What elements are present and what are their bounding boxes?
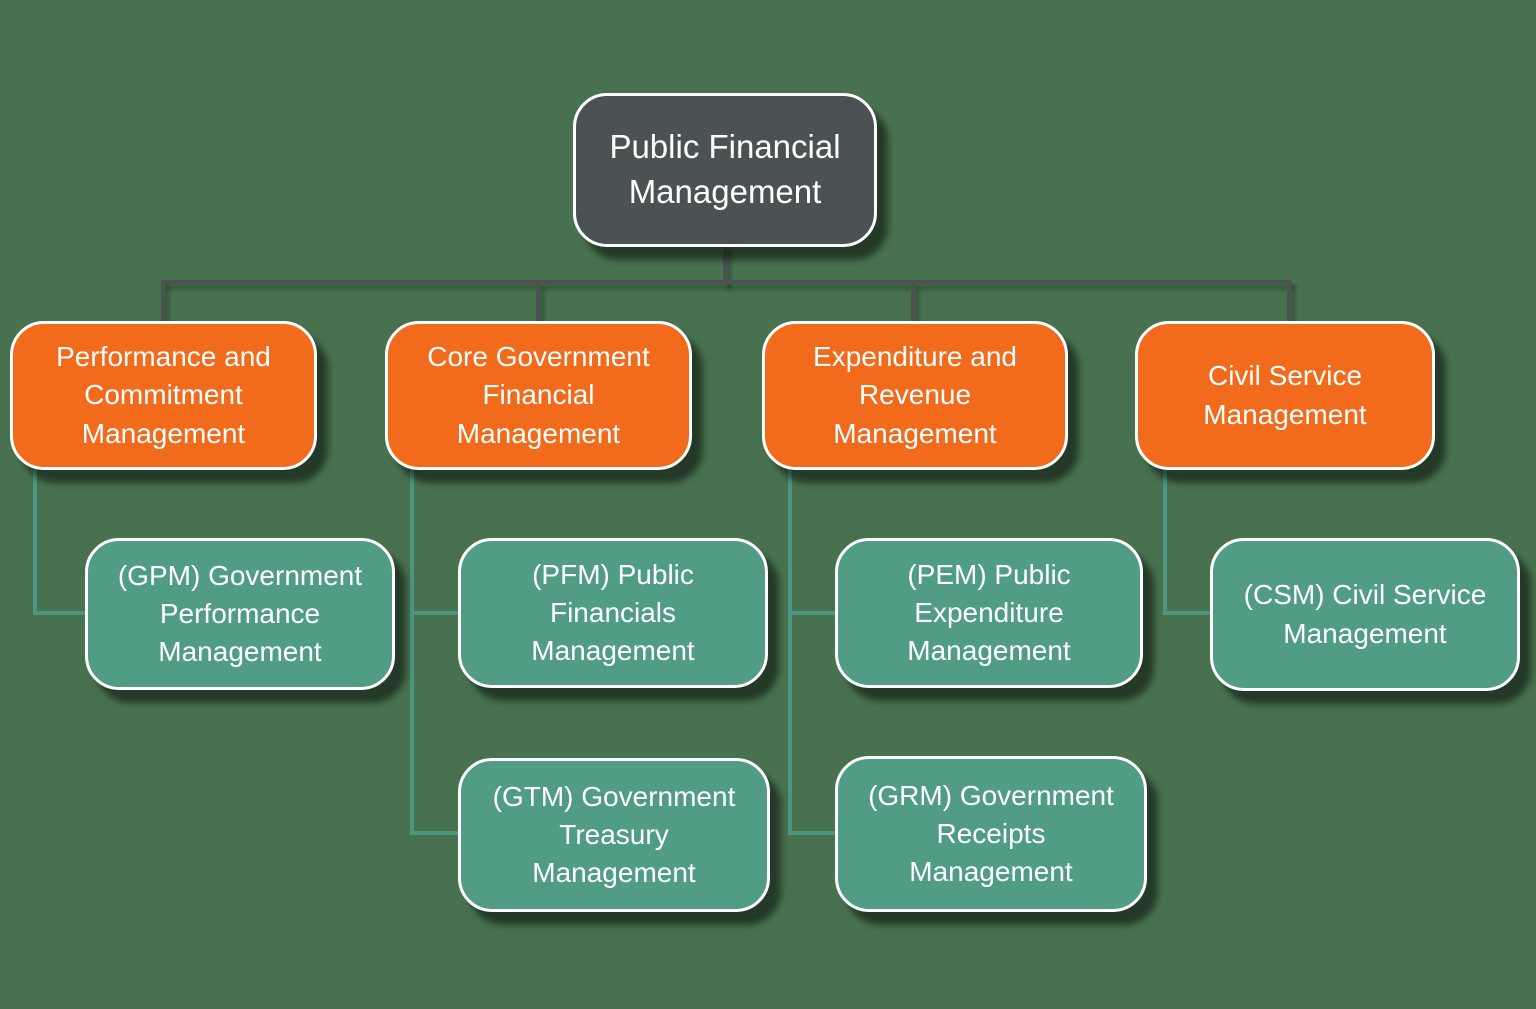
connector-branch-csm — [1163, 611, 1212, 615]
connector-branch-pfm — [410, 611, 460, 615]
connector-drop-core — [536, 283, 540, 323]
connector-root-trunk — [723, 246, 727, 284]
leaf-node-label: (GRM) Government Receipts Management — [868, 779, 1114, 888]
connector-performance-trunk — [33, 468, 37, 615]
branch-node-core-government-financial-management: Core Government Financial Management — [385, 321, 692, 470]
branch-node-label: Core Government Financial Management — [427, 341, 650, 449]
connector-civil-trunk — [1163, 468, 1167, 615]
leaf-node-label: (CSM) Civil Service Management — [1243, 579, 1487, 649]
connector-level1-crossbar — [161, 280, 1291, 284]
branch-node-expenditure-and-revenue-management: Expenditure and Revenue Management — [762, 321, 1068, 470]
connector-branch-pem — [788, 611, 837, 615]
connector-branch-gtm — [410, 831, 460, 835]
connector-branch-grm — [788, 831, 837, 835]
leaf-node-label: (GPM) Government Performance Management — [117, 559, 363, 668]
connector-drop-civil — [1287, 280, 1291, 323]
connector-drop-performance — [161, 280, 165, 323]
leaf-node-gpm-government-performance-management: (GPM) Government Performance Management — [85, 538, 395, 690]
leaf-node-csm-civil-service-management: (CSM) Civil Service Management — [1210, 538, 1520, 691]
branch-node-label: Expenditure and Revenue Management — [813, 341, 1017, 449]
branch-node-performance-and-commitment-management: Performance and Commitment Management — [10, 321, 317, 470]
leaf-node-pfm-public-financials-management: (PFM) Public Financials Management — [458, 538, 768, 688]
root-node-public-financial-management: Public Financial Management — [573, 93, 877, 247]
connector-core-trunk — [410, 468, 414, 835]
connector-branch-gpm — [33, 611, 87, 615]
leaf-node-label: (GTM) Government Treasury Management — [492, 780, 736, 889]
connector-expenditure-trunk — [788, 468, 792, 835]
connector-drop-expenditure — [911, 283, 915, 323]
leaf-node-label: (PEM) Public Expenditure Management — [907, 558, 1071, 667]
leaf-node-label: (PFM) Public Financials Management — [531, 558, 695, 667]
branch-node-label: Civil Service Management — [1203, 360, 1367, 430]
leaf-node-gtm-government-treasury-management: (GTM) Government Treasury Management — [458, 758, 770, 912]
leaf-node-pem-public-expenditure-management: (PEM) Public Expenditure Management — [835, 538, 1143, 688]
branch-node-civil-service-management: Civil Service Management — [1135, 321, 1435, 470]
root-node-label: Public Financial Management — [609, 128, 841, 210]
leaf-node-grm-government-receipts-management: (GRM) Government Receipts Management — [835, 756, 1147, 912]
branch-node-label: Performance and Commitment Management — [56, 341, 271, 449]
